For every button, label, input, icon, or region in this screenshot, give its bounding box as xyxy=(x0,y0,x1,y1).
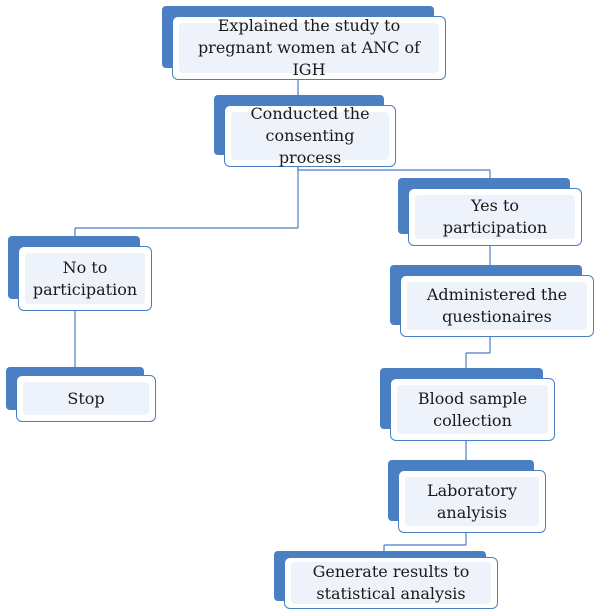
node-questionnaires: Administered the questionaires xyxy=(390,265,594,337)
node-explained: Explained the study to pregnant women at… xyxy=(162,6,446,80)
node-lab-analysis-label: Laboratory analyisis xyxy=(405,477,539,526)
node-lab-analysis: Laboratory analyisis xyxy=(388,460,546,533)
node-stop: Stop xyxy=(6,367,156,422)
node-no-participation: No to participation xyxy=(8,236,152,311)
node-consenting-label: Conducted the consenting process xyxy=(231,104,389,167)
node-blood-sample-label: Blood sample collection xyxy=(397,385,548,434)
node-generate-results-label: Generate results to statistical analysis xyxy=(291,562,491,604)
node-explained-label: Explained the study to pregnant women at… xyxy=(179,16,439,79)
node-questionnaires-label: Administered the questionaires xyxy=(407,282,587,330)
node-blood-sample: Blood sample collection xyxy=(380,368,555,441)
node-yes-participation: Yes to participation xyxy=(398,178,582,246)
node-consenting: Conducted the consenting process xyxy=(214,95,396,167)
node-no-participation-label: No to participation xyxy=(25,253,145,304)
node-stop-label: Stop xyxy=(23,382,149,415)
node-generate-results: Generate results to statistical analysis xyxy=(274,551,498,609)
node-yes-participation-label: Yes to participation xyxy=(415,195,575,239)
